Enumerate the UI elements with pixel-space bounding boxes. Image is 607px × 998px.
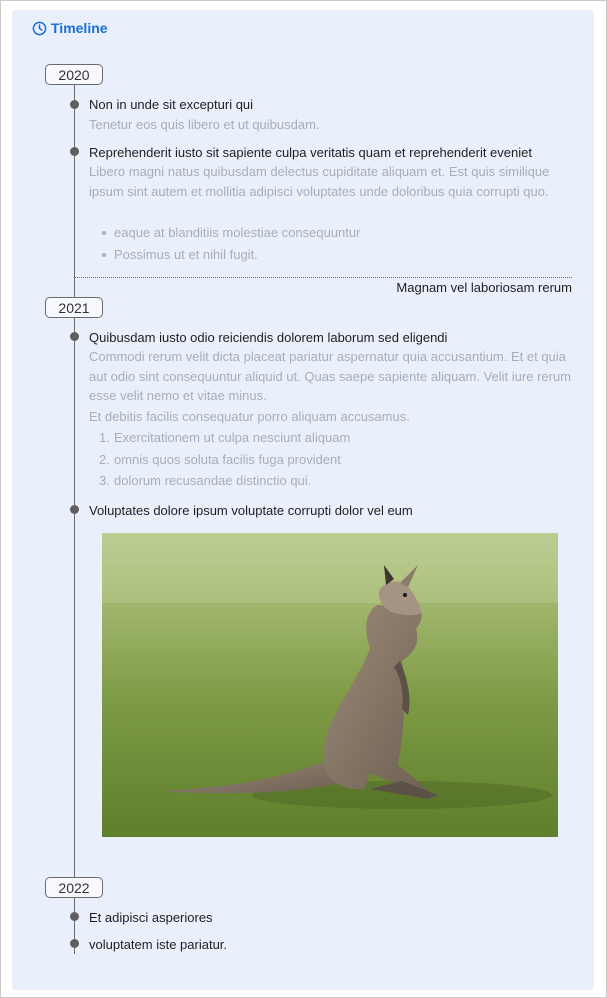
numbered-list: 1.Exercitationem ut culpa nesciunt aliqu… — [89, 427, 350, 492]
timeline-dot — [70, 147, 79, 156]
year-badge-2020: 2020 — [45, 64, 103, 85]
entry-description-secondary: Et debitis facilis consequatur porro ali… — [89, 409, 410, 424]
bullet-list: eaque at blanditiis molestiae consequunt… — [89, 222, 360, 265]
timeline-title: Timeline — [51, 20, 108, 36]
list-item: Possimus ut et nihil fugit. — [89, 244, 360, 266]
timeline-dot — [70, 939, 79, 948]
list-item: 1.Exercitationem ut culpa nesciunt aliqu… — [99, 430, 351, 445]
entry-description: Libero magni natus quibusdam delectus cu… — [89, 164, 550, 199]
group-footer: Magnam vel laboriosam rerum — [396, 280, 572, 295]
entry-title: Non in unde sit excepturi qui — [89, 97, 254, 112]
kangaroo-photo — [102, 533, 558, 837]
list-item: eaque at blanditiis molestiae consequunt… — [89, 222, 360, 244]
list-item: 2.omnis quos soluta facilis fuga provide… — [99, 451, 341, 467]
entry-title: Quibusdam iusto odio reiciendis dolorem … — [89, 330, 448, 345]
year-badge-2022: 2022 — [45, 877, 103, 898]
entry-description: Commodi rerum velit dicta placeat pariat… — [89, 349, 572, 403]
entry-title: voluptatem iste pariatur. — [89, 937, 228, 952]
timeline-dot — [70, 912, 79, 921]
timeline-header: Timeline — [32, 19, 108, 37]
timeline-dot — [70, 100, 79, 109]
timeline-dot — [70, 505, 79, 514]
clock-icon — [32, 21, 47, 36]
entry-title: Reprehenderit iusto sit sapiente culpa v… — [89, 145, 532, 160]
timeline-panel: Timeline 2020 Non in unde sit excepturi … — [12, 10, 594, 990]
entry-description: Tenetur eos quis libero et ut quibusdam. — [89, 117, 320, 132]
entry-title: Et adipisci asperiores — [89, 910, 213, 925]
timeline-dot — [70, 332, 79, 341]
entry-title: Voluptates dolore ipsum voluptate corrup… — [89, 503, 413, 518]
list-item: 3.dolorum recusandae distinctio qui. — [99, 473, 312, 488]
year-badge-2021: 2021 — [45, 297, 103, 318]
group-divider — [75, 277, 572, 278]
